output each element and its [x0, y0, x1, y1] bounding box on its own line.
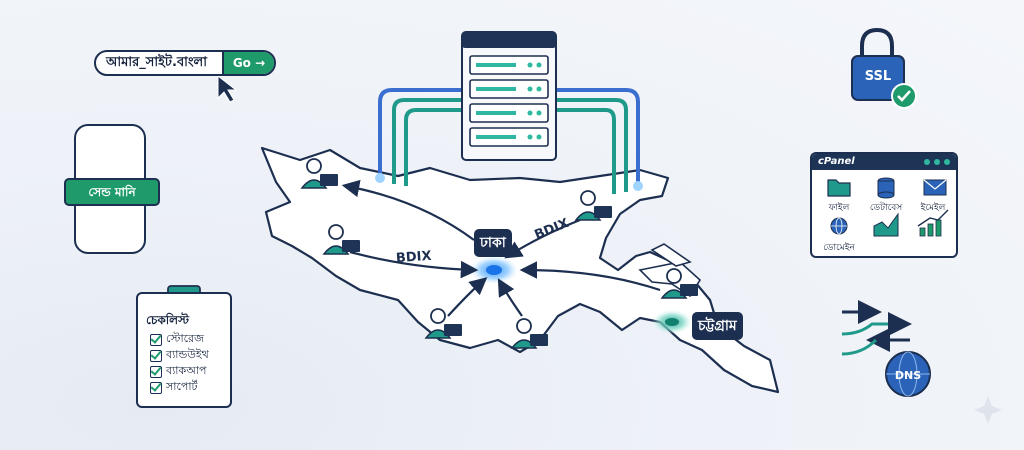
- dhaka-label: ঢাকা: [474, 229, 512, 257]
- checklist-item-label: সাপোর্ট: [166, 380, 198, 393]
- database-icon: [877, 177, 895, 199]
- ssl-label: SSL: [864, 69, 892, 84]
- bdix-label-left: BDIX: [395, 248, 433, 267]
- cpanel-titlebar: cPanel: [812, 154, 956, 170]
- go-button[interactable]: Go →: [222, 52, 274, 74]
- checklist-item: ব্যাকআপ: [150, 362, 207, 381]
- address-bar[interactable]: আমার_সাইট.বাংলা Go →: [94, 50, 276, 76]
- area-chart-icon: [873, 212, 899, 237]
- cpanel-tool-icons: [827, 177, 949, 237]
- checklist-item: ব্যান্ডউইথ: [150, 346, 209, 365]
- email-icon: [923, 179, 947, 196]
- dns-label: DNS: [894, 369, 922, 382]
- window-dots-icon: [924, 159, 950, 165]
- bar-chart-icon: [917, 209, 949, 237]
- folder-icon: [827, 179, 851, 197]
- dns-transfer-arrows: [841, 300, 912, 356]
- checklist-item: সাপোর্ট: [150, 378, 198, 397]
- checklist-item: স্টোরেজ: [150, 330, 204, 349]
- chattogram-label: চট্টগ্রাম: [692, 312, 743, 340]
- ssl-padlock-icon: [851, 27, 917, 109]
- cpanel-window: cPanel: [810, 152, 958, 258]
- checklist-item-label: ব্যাকআপ: [166, 364, 207, 377]
- cpanel-email-label: ইমেইল: [920, 203, 946, 213]
- send-money-button[interactable]: সেন্ড মানি: [64, 178, 160, 206]
- user-computer-icons: [300, 158, 698, 349]
- dns-globe-icon: [885, 351, 931, 397]
- country-map-shape: [260, 146, 780, 394]
- server-connectors: [378, 88, 640, 194]
- checkbox-checked-icon: [150, 381, 162, 394]
- mouse-cursor-icon: [217, 74, 238, 103]
- checklist-item-label: ব্যান্ডউইথ: [166, 348, 209, 361]
- checkbox-checked-icon: [150, 349, 162, 362]
- cpanel-title: cPanel: [818, 156, 855, 167]
- checkbox-checked-icon: [150, 333, 162, 346]
- checkbox-checked-icon: [150, 365, 162, 378]
- server-rack-icon: [461, 31, 557, 161]
- checklist-title: চেকলিস্ট: [146, 313, 190, 327]
- address-text[interactable]: আমার_সাইট.বাংলা: [106, 55, 208, 70]
- cpanel-database-label: ডেটাবেস: [869, 203, 903, 213]
- checklist-item-label: স্টোরেজ: [166, 332, 204, 345]
- sparkle-icon: [974, 396, 1002, 424]
- domain-globe-icon: [830, 217, 848, 235]
- bdix-flow-arrows: [341, 179, 661, 317]
- cpanel-domain-label: ডোমেইন: [823, 243, 855, 253]
- cpanel-file-label: ফাইল: [828, 203, 850, 213]
